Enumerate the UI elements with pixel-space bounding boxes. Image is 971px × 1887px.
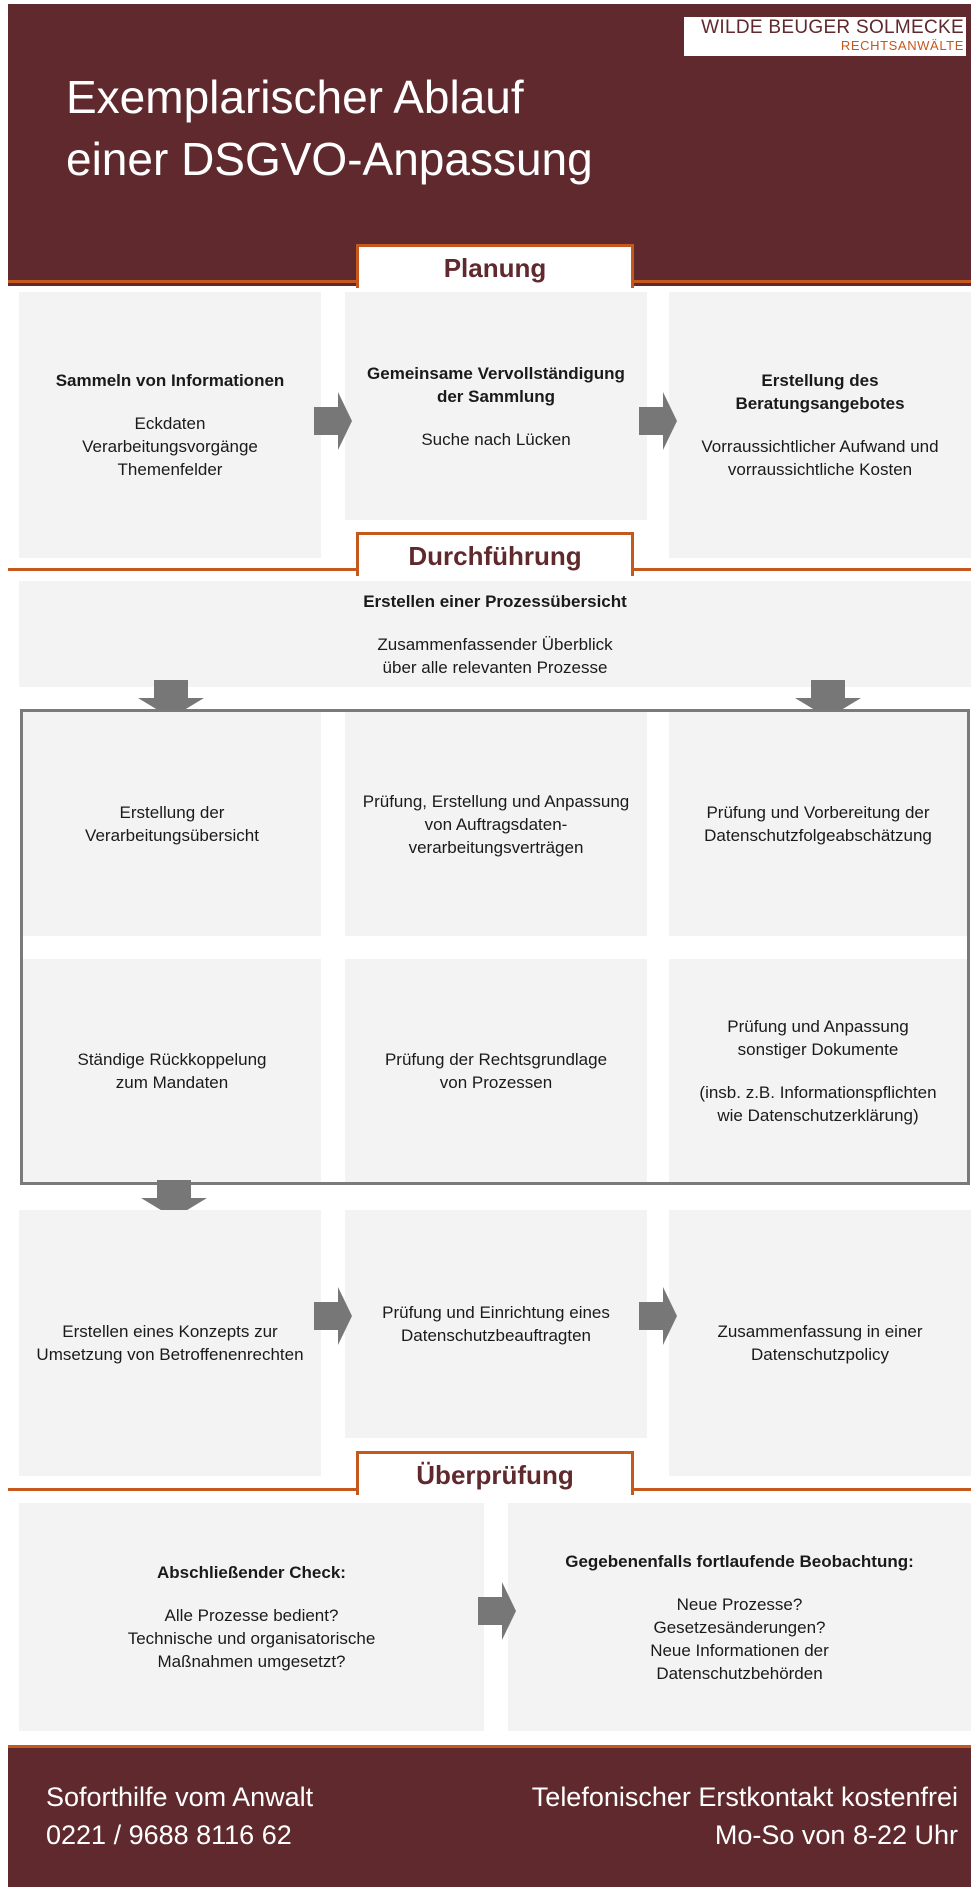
arrow-down-icon <box>795 680 861 718</box>
box-text: Neue Prozesse? <box>676 1594 803 1614</box>
box-title: Erstellung des <box>761 371 879 390</box>
box-text: Zusammenfassender Überblick <box>377 634 613 654</box>
footer-phone-number[interactable]: 0221 / 9688 8116 62 <box>46 1820 292 1850</box>
page-title: Exemplarischer Ablauf einer DSGVO-Anpass… <box>66 66 593 190</box>
box-text: Verarbeitungsvorgänge <box>82 437 258 456</box>
section-tab-ueberpruefung: Überprüfung <box>356 1451 634 1495</box>
logo-name: WILDE BEUGER SOLMECKE <box>701 17 964 38</box>
box-text: wie Datenschutzerklärung) <box>717 1105 919 1125</box>
box-title: Gemeinsame Vervollständigung <box>367 363 625 383</box>
arrow-right-icon <box>314 1287 352 1345</box>
box-text: Datenschutzfolgeabschätzung <box>704 826 932 845</box>
box-title: Gegebenenfalls fortlaufende Beobachtung: <box>565 1551 914 1571</box>
planung-box-2: Gemeinsame Vervollständigung der Sammlun… <box>345 292 647 520</box>
box-text: Datenschutzbehörden <box>656 1663 823 1683</box>
box-text: Prüfung der Rechtsgrundlage <box>384 1049 608 1069</box>
box-text: Suche nach Lücken <box>421 429 571 449</box>
footer-contact-info: Telefonischer Erstkontakt kostenfrei <box>531 1782 958 1812</box>
box-text: Prüfung und Einrichtung eines <box>382 1303 610 1322</box>
box-text: Prüfung und Anpassung <box>727 1016 909 1036</box>
box-title: Beratungsangebotes <box>735 394 905 413</box>
box-text: Eckdaten <box>134 414 206 433</box>
final-check-box: Abschließender Check: Alle Prozesse bedi… <box>19 1503 484 1731</box>
monitoring-box: Gegebenenfalls fortlaufende Beobachtung:… <box>508 1503 971 1731</box>
bottom-box-betroffenenrechte: Erstellen eines Konzepts zur Umsetzung v… <box>19 1210 321 1476</box>
process-overview-box: Erstellen einer Prozessübersicht Zusamme… <box>19 581 971 687</box>
box-text: Vorraussichtlicher Aufwand und <box>701 437 939 456</box>
title-line-1: Exemplarischer Ablauf <box>66 71 524 123</box>
box-text: vorraussichtliche Kosten <box>727 460 913 479</box>
box-text: Alle Prozesse bedient? <box>164 1606 339 1625</box>
bottom-box-datenschutzbeauftragter: Prüfung und Einrichtung eines Datenschut… <box>345 1210 647 1438</box>
section-tab-planung: Planung <box>356 244 634 288</box>
section-tab-durchfuehrung: Durchführung <box>356 532 634 576</box>
box-text: von Auftragsdaten- <box>424 814 568 834</box>
box-title: der Sammlung <box>436 386 556 406</box>
bottom-box-datenschutzpolicy: Zusammenfassung in einer Datenschutzpoli… <box>669 1210 971 1476</box>
box-text: Zusammenfassung in einer <box>717 1322 923 1341</box>
box-text: (insb. z.B. Informationspflichten <box>699 1082 937 1102</box>
footer-banner <box>8 1745 971 1887</box>
box-title: Abschließender Check: <box>157 1563 346 1582</box>
box-text: Maßnahmen umgesetzt? <box>157 1652 346 1671</box>
arrow-right-icon <box>478 1582 516 1640</box>
box-text: Datenschutzpolicy <box>751 1345 889 1364</box>
box-text: zum Mandaten <box>115 1072 229 1092</box>
grid-box-auftragsdaten: Prüfung, Erstellung und Anpassung von Au… <box>345 712 647 936</box>
arrow-down-icon <box>138 680 204 718</box>
arrow-right-icon <box>639 1287 677 1345</box>
logo-subtitle: RECHTSANWÄLTE <box>840 38 964 53</box>
arrow-down-icon <box>141 1180 207 1218</box>
grid-box-verarbeitungsuebersicht: Erstellung der Verarbeitungsübersicht <box>23 712 321 936</box>
footer-right: Telefonischer Erstkontakt kostenfrei Mo-… <box>532 1778 958 1854</box>
process-frame <box>20 709 970 1185</box>
box-title: Erstellen einer Prozessübersicht <box>363 591 627 611</box>
grid-box-rueckkoppelung: Ständige Rückkoppelung zum Mandaten <box>23 959 321 1182</box>
box-text: Neue Informationen der <box>650 1640 829 1660</box>
box-text: Prüfung, Erstellung und Anpassung <box>362 791 630 811</box>
box-text: Prüfung und Vorbereitung der <box>706 803 930 822</box>
box-text: Datenschutzbeauftragten <box>401 1326 591 1345</box>
box-title: Sammeln von Informationen <box>55 371 285 390</box>
arrow-right-icon <box>314 392 352 450</box>
box-text: über alle relevanten Prozesse <box>382 657 608 677</box>
box-text: verarbeitungsverträgen <box>408 837 584 857</box>
box-text: Erstellen eines Konzepts zur <box>62 1322 278 1341</box>
footer-left: Soforthilfe vom Anwalt 0221 / 9688 8116 … <box>46 1778 313 1854</box>
footer-hours: Mo-So von 8-22 Uhr <box>714 1820 958 1850</box>
box-text: von Prozessen <box>439 1072 553 1092</box>
box-text: Erstellung der <box>119 803 225 822</box>
box-text: Ständige Rückkoppelung <box>77 1049 267 1069</box>
box-text: Gesetzesänderungen? <box>653 1617 826 1637</box>
planung-box-1: Sammeln von Informationen Eckdaten Verar… <box>19 292 321 558</box>
box-text: Technische und organisatorische <box>127 1629 376 1648</box>
footer-hotline-label: Soforthilfe vom Anwalt <box>46 1782 314 1812</box>
grid-box-rechtsgrundlage: Prüfung der Rechtsgrundlage von Prozesse… <box>345 959 647 1182</box>
box-text: Umsetzung von Betroffenenrechten <box>36 1345 304 1364</box>
box-text: Verarbeitungsübersicht <box>85 826 259 845</box>
title-line-2: einer DSGVO-Anpassung <box>66 133 593 185</box>
arrow-right-icon <box>639 392 677 450</box>
planung-box-3: Erstellung des Beratungsangebotes Vorrau… <box>669 292 971 558</box>
company-logo: WILDE BEUGER SOLMECKE RECHTSANWÄLTE <box>684 17 966 56</box>
box-text: Themenfelder <box>117 460 223 479</box>
grid-box-sonstige-dokumente: Prüfung und Anpassung sonstiger Dokument… <box>669 959 967 1182</box>
box-text: sonstiger Dokumente <box>737 1039 899 1059</box>
grid-box-folgeabschaetzung: Prüfung und Vorbereitung der Datenschutz… <box>669 712 967 936</box>
